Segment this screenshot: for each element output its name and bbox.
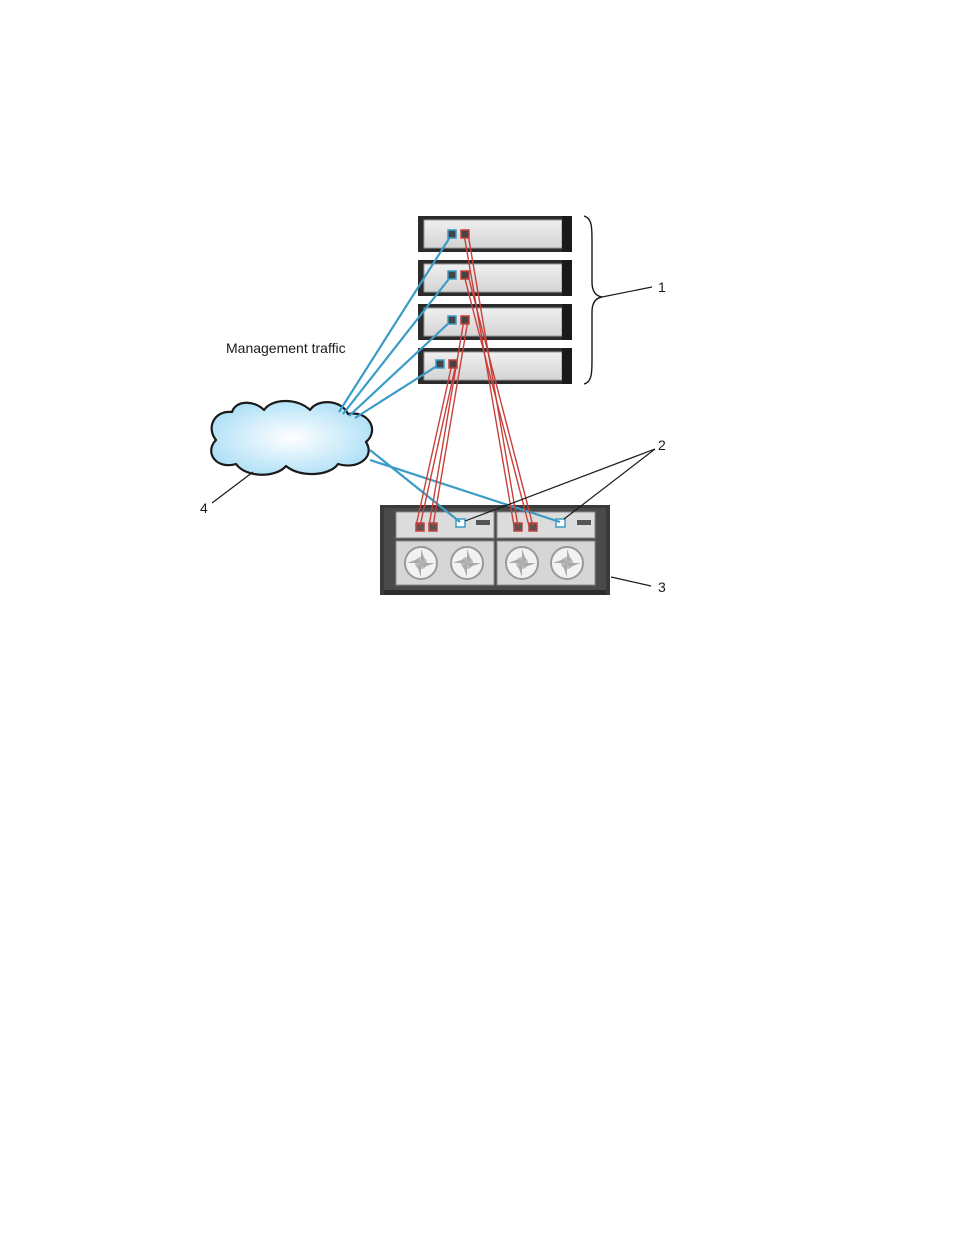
- server-brace: [584, 216, 602, 384]
- network-cloud-icon: [211, 401, 372, 475]
- fan-icon: [405, 547, 437, 579]
- management-traffic-label: Management traffic: [226, 340, 346, 356]
- server-stack: [418, 216, 572, 384]
- fan-icon: [506, 547, 538, 579]
- server-1: [418, 216, 572, 252]
- callout-3: 3: [658, 579, 666, 595]
- fan-icon: [451, 547, 483, 579]
- server-3: [418, 304, 572, 340]
- callout-2: 2: [658, 437, 666, 453]
- callout-4: 4: [200, 500, 208, 516]
- callout-1: 1: [658, 279, 666, 295]
- fan-icon: [551, 547, 583, 579]
